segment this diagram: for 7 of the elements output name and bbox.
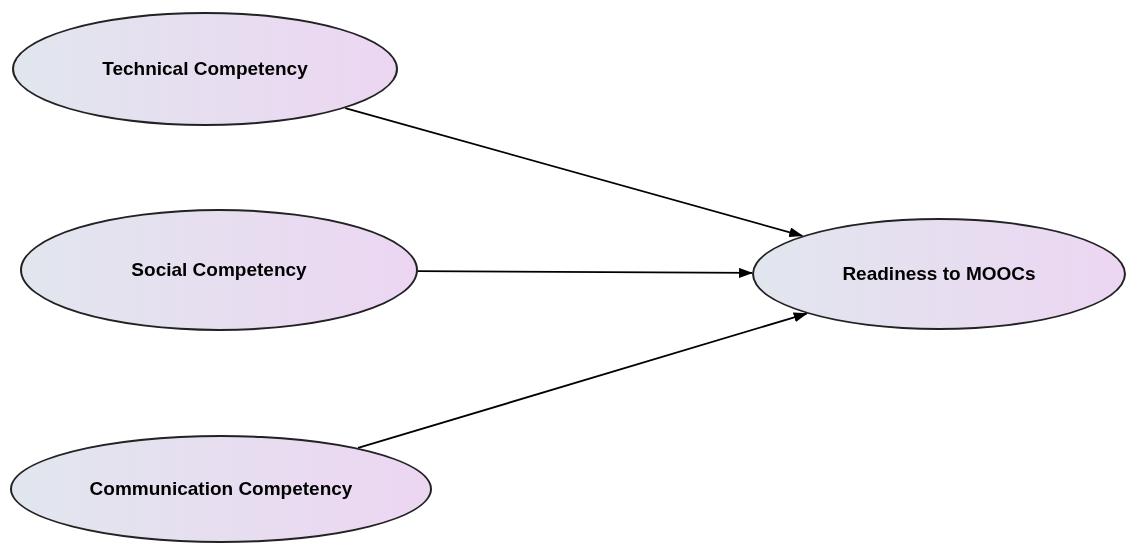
node-label: Communication Competency bbox=[89, 476, 353, 501]
arrow bbox=[344, 107, 804, 238]
node-label: Technical Competency bbox=[102, 56, 308, 81]
node-label: Social Competency bbox=[131, 257, 307, 282]
node-label: Readiness to MOOCs bbox=[842, 261, 1036, 286]
arrow bbox=[357, 312, 808, 449]
arrow bbox=[417, 267, 754, 278]
